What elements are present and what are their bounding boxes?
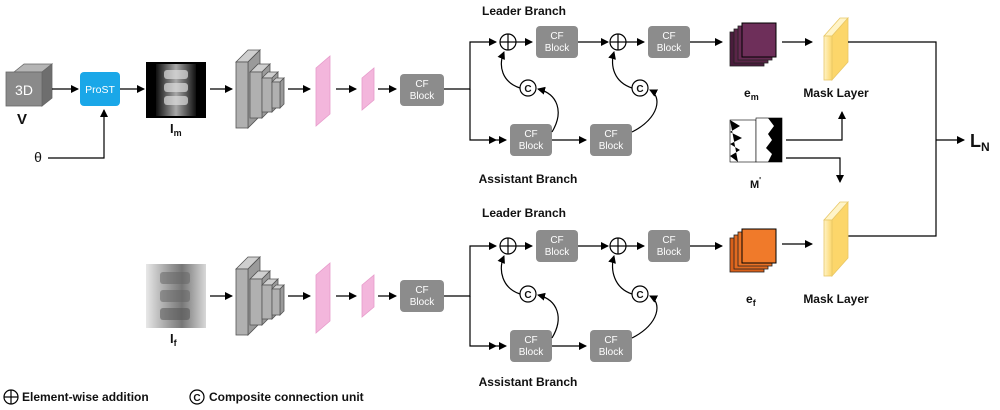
cf-block-top-encoder: CF Block <box>400 74 444 106</box>
assistant-branch-label-top: Assistant Branch <box>479 172 578 186</box>
svg-text:C: C <box>524 84 531 95</box>
leader-branch-label-bottom: Leader Branch <box>482 206 566 220</box>
svg-text:Block: Block <box>545 43 570 54</box>
ccu-top-1: C <box>519 79 537 97</box>
legend-ccu-icon: C <box>189 389 205 405</box>
ef-feature <box>729 228 777 273</box>
add-op-bottom-1 <box>499 237 517 255</box>
ccu-bottom-1: C <box>519 285 537 303</box>
pink-layer-3 <box>315 262 331 334</box>
svg-text:Block: Block <box>657 247 682 258</box>
fixed-image <box>146 264 206 328</box>
cf-block-bottom-leader-1: CF Block <box>536 230 578 262</box>
volume-label: 3D <box>15 82 33 98</box>
leader-branch-label-top: Leader Branch <box>482 4 566 18</box>
svg-text:Block: Block <box>519 141 544 152</box>
svg-text:C: C <box>524 290 531 301</box>
add-op-top-1 <box>499 33 517 51</box>
svg-text:C: C <box>636 84 643 95</box>
volume-cube: 3D <box>5 63 54 107</box>
mask-layer-top <box>823 35 833 81</box>
cf-block-top-assist-1: CF Block <box>510 124 552 156</box>
legend-ccu-label: Composite connection unit <box>209 390 364 404</box>
svg-text:C: C <box>193 393 200 404</box>
svg-text:CF: CF <box>524 335 537 346</box>
legend-add-icon <box>3 389 19 405</box>
conv-stack-bottom <box>235 256 285 336</box>
add-op-bottom-2 <box>609 237 627 255</box>
mask-layer-bottom <box>823 219 833 277</box>
mask-layer-label-top: Mask Layer <box>803 86 869 100</box>
prost-block: ProST <box>80 72 120 106</box>
svg-text:C: C <box>636 290 643 301</box>
ccu-bottom-2: C <box>631 285 649 303</box>
svg-text:Block: Block <box>410 91 435 102</box>
em-label: em <box>744 86 759 102</box>
ef-label: ef <box>746 292 757 308</box>
svg-text:CF: CF <box>550 235 563 246</box>
legend-add-label: Element-wise addition <box>22 390 149 404</box>
add-op-top-2 <box>609 33 627 51</box>
mask-m-prime <box>729 117 783 163</box>
svg-text:CF: CF <box>550 31 563 42</box>
cf-block-top-assist-2: CF Block <box>590 124 632 156</box>
cf-block-bottom-encoder: CF Block <box>400 280 444 312</box>
moving-image <box>146 62 206 118</box>
cf-block-bottom-assist-2: CF Block <box>590 330 632 362</box>
im-label: Im <box>170 121 182 138</box>
em-feature <box>729 22 777 67</box>
arrow-theta-prost <box>48 109 108 159</box>
svg-text:Block: Block <box>410 297 435 308</box>
m-prime-label: M' <box>750 176 761 191</box>
svg-text:CF: CF <box>604 335 617 346</box>
svg-text:Block: Block <box>599 347 624 358</box>
pink-layer-4 <box>361 274 375 318</box>
pink-layer-1 <box>315 55 331 127</box>
svg-text:CF: CF <box>524 129 537 140</box>
cf-block-top-leader-2: CF Block <box>648 26 690 58</box>
svg-text:Block: Block <box>519 347 544 358</box>
ccu-top-2: C <box>631 79 649 97</box>
cf-block-bottom-assist-1: CF Block <box>510 330 552 362</box>
svg-text:CF: CF <box>662 235 675 246</box>
theta-label: θ <box>34 149 42 165</box>
if-label: If <box>170 331 178 348</box>
pink-layer-2 <box>361 67 375 111</box>
svg-text:Block: Block <box>599 141 624 152</box>
cf-block-bottom-leader-2: CF Block <box>648 230 690 262</box>
svg-text:CF: CF <box>415 79 428 90</box>
svg-text:CF: CF <box>415 285 428 296</box>
loss-label: LN <box>970 131 990 154</box>
svg-text:CF: CF <box>604 129 617 140</box>
cf-block-top-leader-1: CF Block <box>536 26 578 58</box>
assistant-branch-label-bottom: Assistant Branch <box>479 375 578 389</box>
volume-var: V <box>17 111 27 128</box>
svg-text:Block: Block <box>545 247 570 258</box>
svg-text:CF: CF <box>662 31 675 42</box>
svg-text:Block: Block <box>657 43 682 54</box>
conv-stack-top <box>235 49 285 129</box>
mask-layer-label-bottom: Mask Layer <box>803 292 869 306</box>
prost-label: ProST <box>85 84 115 96</box>
